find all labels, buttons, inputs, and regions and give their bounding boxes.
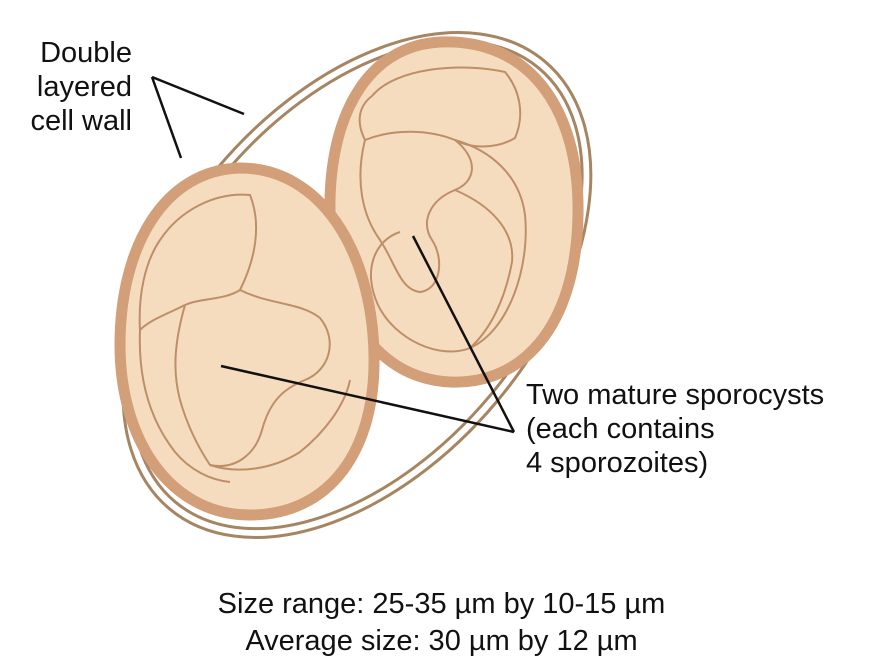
sporocyst-lower — [114, 162, 380, 521]
sporozoite-lower-2 — [209, 289, 331, 467]
average-size-text: Average size: 30 µm by 12 µm — [245, 625, 638, 657]
sporocysts-label-line-2: (each contains — [526, 413, 715, 445]
sporocyst-leader-upper — [411, 235, 516, 433]
sporozoite-lower-3 — [174, 304, 351, 471]
sporozoite-upper-2 — [369, 139, 527, 353]
leader-lines — [150, 75, 516, 434]
sporozoite-lower-4 — [138, 329, 231, 483]
sporocyst-lower-body — [114, 162, 380, 521]
size-caption: Size range: 25-35 µm by 10-15 µm Average… — [0, 586, 883, 660]
cell-wall-label-line-1: Double — [40, 37, 132, 69]
cell-wall-label-line-2: layered — [36, 71, 132, 103]
sporocysts-label-line-3: 4 sporozoites) — [526, 447, 709, 479]
sporocyst-upper — [324, 36, 584, 388]
sporocyst-leader-lower — [220, 364, 515, 434]
sporocysts-label: Two mature sporocysts (each contains 4 s… — [526, 378, 824, 480]
sporocysts-label-line-1: Two mature sporocysts — [526, 379, 825, 411]
cell-wall-leader-outer — [151, 75, 245, 116]
cell-wall-leader-inner — [150, 76, 183, 159]
sporozoite-upper-1 — [358, 66, 522, 148]
size-range-text: Size range: 25-35 µm by 10-15 µm — [217, 588, 666, 620]
cell-wall-label-line-3: cell wall — [30, 105, 132, 137]
sporocyst-upper-body — [324, 36, 584, 388]
sporozoite-lower-1 — [138, 193, 258, 333]
cell-wall-label: Double layered cell wall — [14, 36, 132, 138]
sporozoite-upper-4 — [454, 189, 514, 349]
